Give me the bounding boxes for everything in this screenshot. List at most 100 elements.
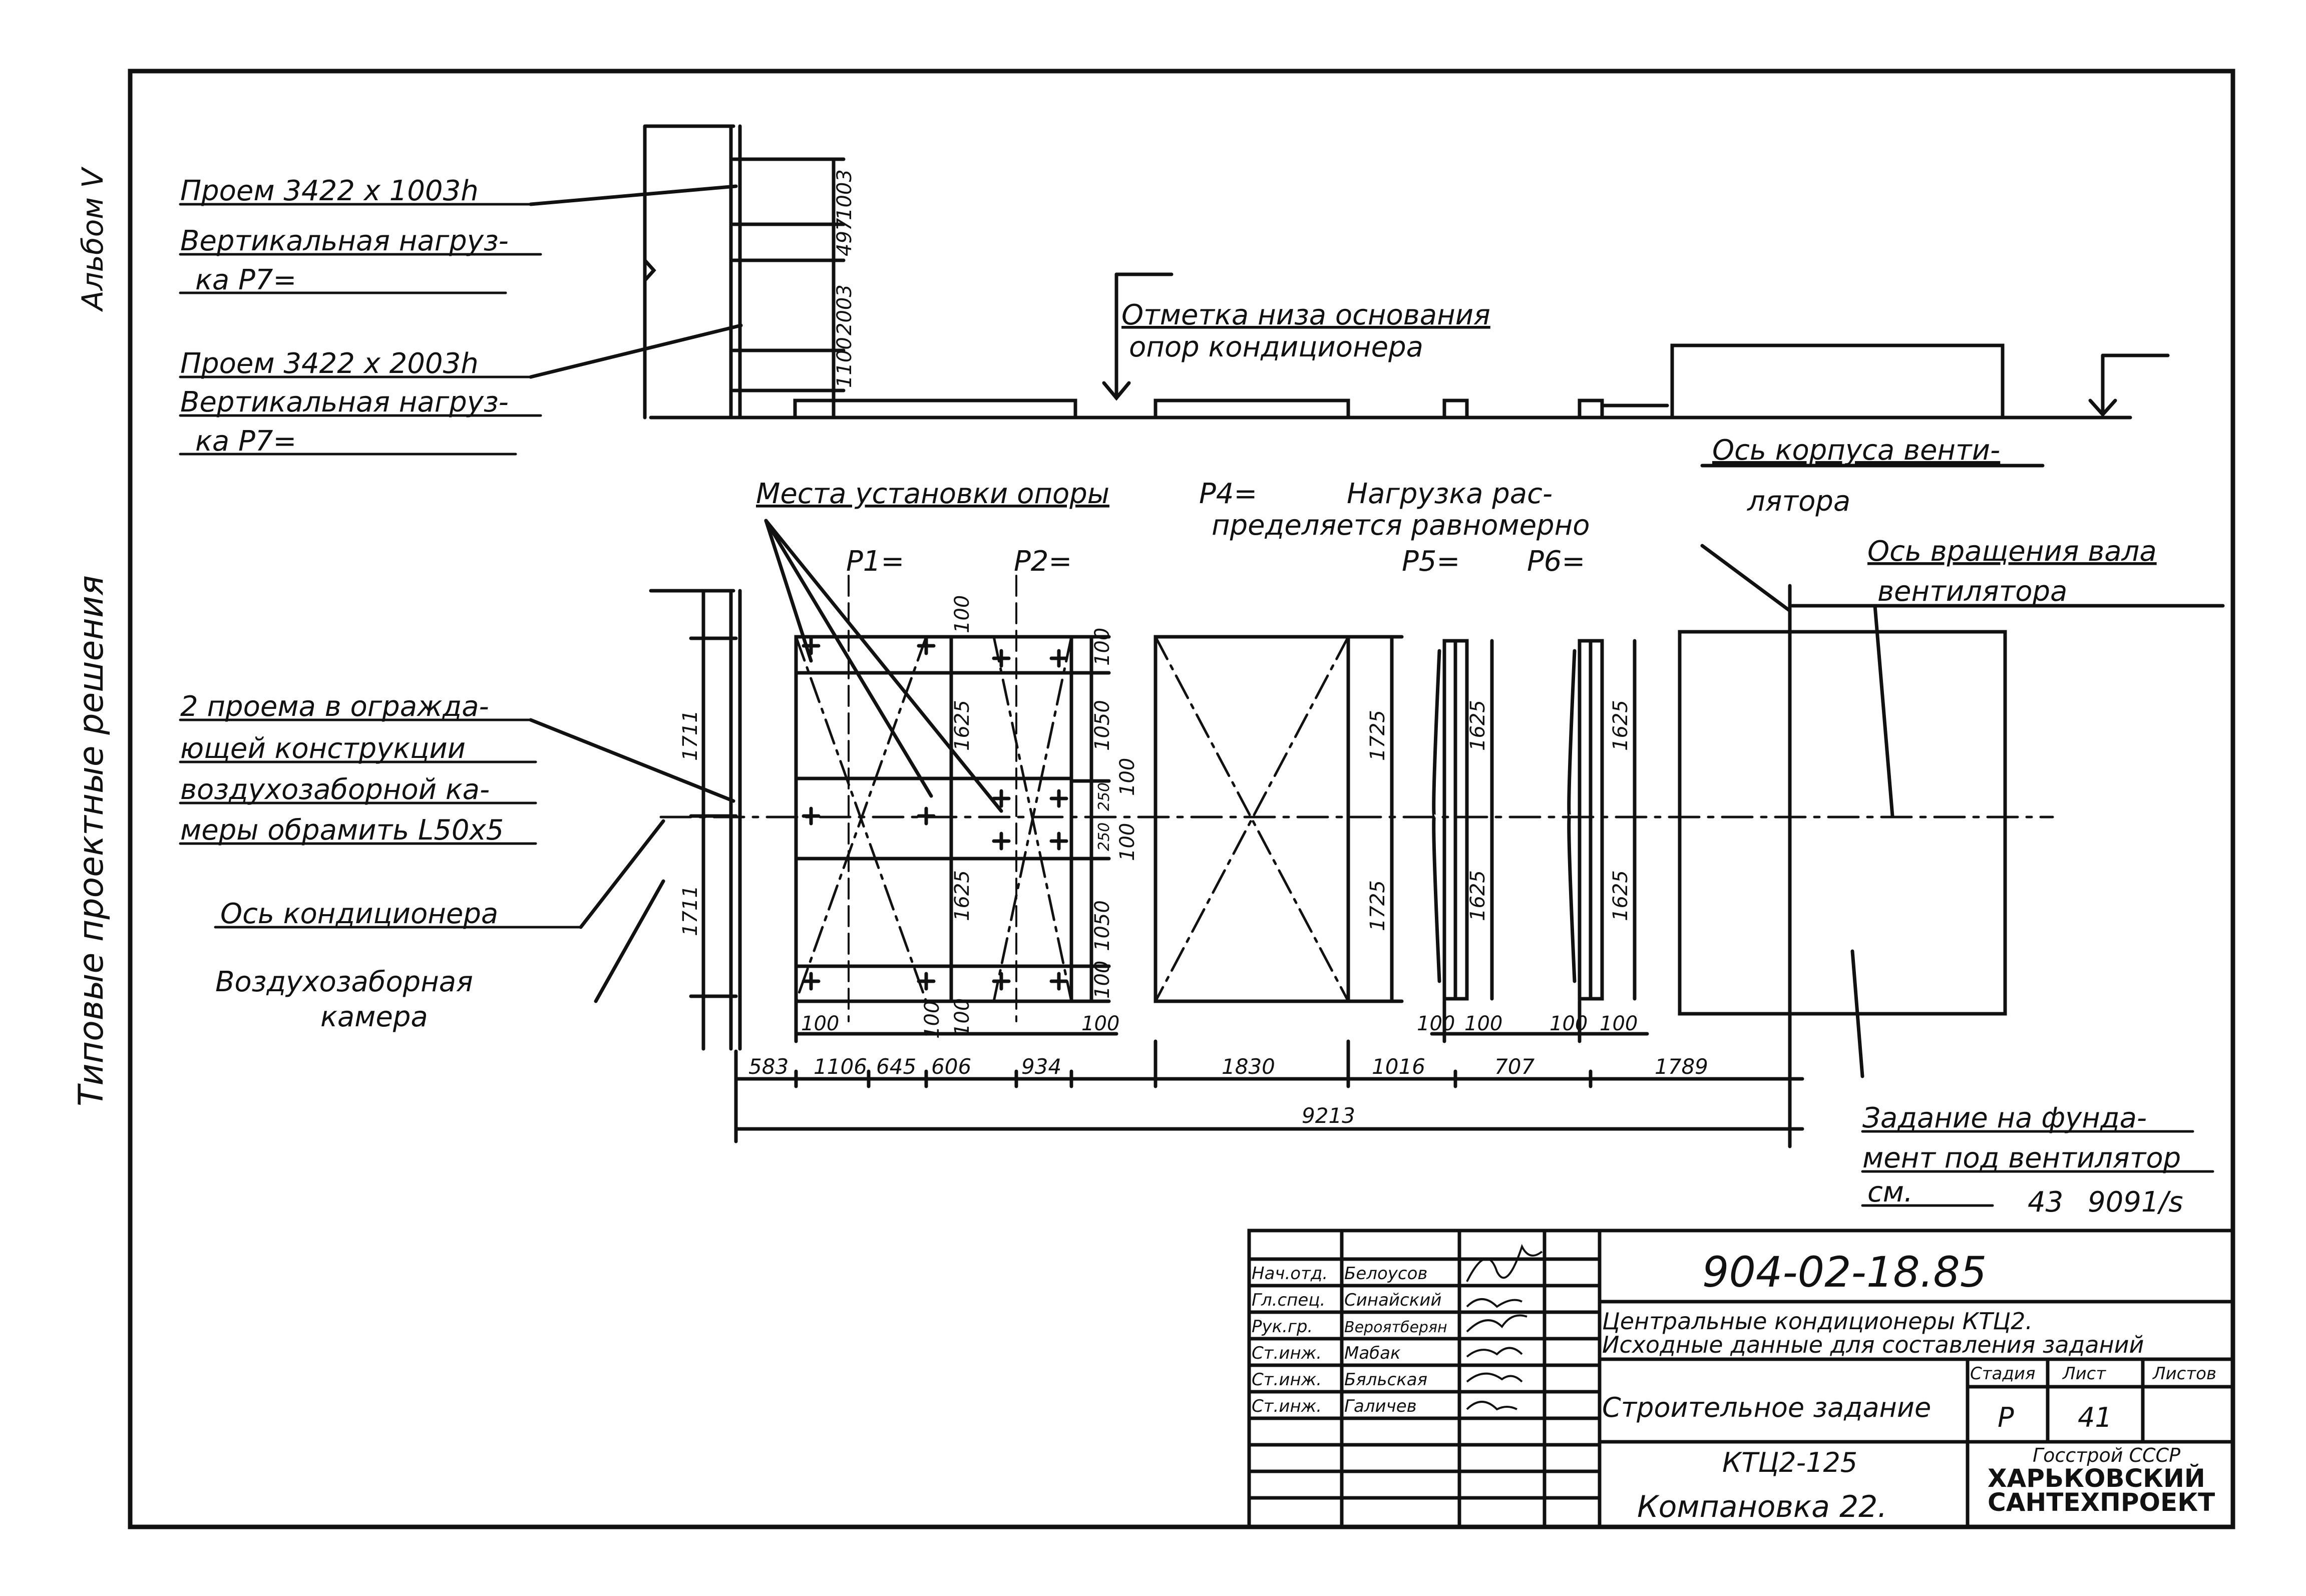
org-line3: САНТЕХПРОЕКТ [1988, 1488, 2215, 1517]
dim-1625a: 1625 [951, 700, 974, 751]
chamber-line2: камера [320, 1001, 428, 1033]
staff-role-3: Ст.инж. [1252, 1343, 1322, 1363]
opening2-line2: Вертикальная нагруз- [180, 386, 509, 419]
title-block: Нач.отд. Белоусов Гл.спец. Синайский Рук… [1252, 1248, 2216, 1524]
ac-axis-label: Ось кондиционера [220, 898, 498, 930]
dim-100c: 100 [1091, 628, 1114, 666]
supports-label: Места установки опоры [756, 478, 1109, 510]
frame-line4: меры обрамить L50х5 [180, 814, 504, 847]
staff-role-0: Нач.отд. [1252, 1264, 1328, 1284]
elevation-view [529, 124, 2170, 420]
dimension-chain: 583 1106 645 606 934 1830 1016 707 1789 … [748, 1054, 1708, 1128]
dim-250a: 250 [1095, 782, 1113, 811]
task-line2: мент под вентилятор [1862, 1142, 2181, 1174]
org-line2: ХАРЬКОВСКИЙ [1988, 1463, 2205, 1493]
p6-label: P6= [1527, 545, 1585, 578]
title-block-grid [1247, 1229, 2235, 1529]
series-label: Типовые проектные решения [72, 575, 111, 1106]
dim-1725a: 1725 [1366, 710, 1389, 761]
dim-100f: 100 [1091, 961, 1114, 999]
sheet-header: Лист [2062, 1364, 2106, 1384]
plan-view [529, 464, 2225, 1148]
chain-1106: 1106 [814, 1054, 867, 1079]
title-line2: Исходные данные для составления заданий [1602, 1331, 2144, 1358]
dim-100d: 100 [1116, 758, 1139, 796]
chamber-line1: Воздухозаборная [215, 966, 473, 998]
chain-645: 645 [876, 1054, 916, 1079]
dim-250b: 250 [1095, 823, 1113, 851]
stage-header: Стадия [1970, 1364, 2035, 1384]
dim-100e: 100 [1116, 823, 1139, 861]
album-label: Альбом V [76, 166, 110, 312]
model-label: КТЦ2-125 [1722, 1447, 1857, 1478]
dim-100b: 100 [951, 998, 974, 1036]
staff-role-1: Гл.спец. [1252, 1290, 1325, 1310]
chain-1789: 1789 [1655, 1054, 1708, 1079]
ref-doc: 9091/s [2088, 1186, 2183, 1219]
frame-line3: воздухозаборной ка- [180, 773, 490, 806]
p1-label: P1= [846, 545, 904, 578]
elev-dim-2003: 2003 [833, 284, 856, 335]
staff-role-4: Ст.инж. [1252, 1370, 1322, 1390]
task-line3: см. [1867, 1176, 1913, 1209]
org-line1: Госстрой СССР [2033, 1444, 2180, 1466]
side-labels: Альбом V Типовые проектные решения [72, 166, 111, 1106]
staff-name-0: Белоусов [1344, 1264, 1427, 1284]
staff-name-3: Мабак [1344, 1343, 1401, 1363]
signatures [1466, 1244, 1543, 1411]
staff-name-2: Вероятберян [1344, 1319, 1447, 1336]
stage-value: Р [1998, 1402, 2014, 1433]
shaft-line2: вентилятора [1877, 575, 2067, 608]
elevation-callouts: Проем 3422 х 1003h Вертикальная нагруз- … [180, 175, 1490, 458]
opening1-line2: Вертикальная нагруз- [180, 225, 509, 257]
dim-100g: 100 [921, 1001, 944, 1039]
load-line2: пределяется равномерно [1212, 509, 1590, 542]
elevation-dimensions: 1003 497 2003 1100 [833, 169, 856, 388]
elev-dim-497: 497 [833, 218, 856, 256]
sheet-name: Строительное задание [1602, 1392, 1931, 1423]
p2-label: P2= [1014, 545, 1072, 578]
dim-100-bottom-e: 100 [1550, 1012, 1588, 1035]
chain-1830: 1830 [1222, 1054, 1275, 1079]
dim-100-bottom-a: 100 [801, 1012, 839, 1035]
callout-underlines [179, 203, 2214, 1207]
opening2-line1: Проем 3422 х 2003h [180, 347, 479, 380]
elev-dim-1003: 1003 [833, 169, 856, 220]
dim-100-bottom-d: 100 [1464, 1012, 1502, 1035]
ref-sheet: 43 [2028, 1186, 2063, 1219]
chain-total: 9213 [1302, 1103, 1355, 1128]
chain-606: 606 [931, 1054, 971, 1079]
dim-1050a: 1050 [1091, 700, 1114, 751]
sheet-value: 41 [2078, 1402, 2112, 1433]
dim-1625f: 1625 [1609, 870, 1632, 921]
title-line1: Центральные кондиционеры КТЦ2. [1602, 1308, 2033, 1335]
dim-left-lower: 1711 [679, 885, 702, 936]
dim-1625b: 1625 [951, 870, 974, 921]
dim-100a: 100 [951, 595, 974, 633]
elev-dim-1100: 1100 [833, 337, 856, 388]
staff-role-2: Рук.гр. [1252, 1317, 1313, 1337]
dim-100-bottom-c: 100 [1417, 1012, 1455, 1035]
sheet-frame [128, 69, 2235, 1529]
dim-100-bottom-f: 100 [1600, 1012, 1638, 1035]
p5-label: P5= [1402, 545, 1460, 578]
staff-role-5: Ст.инж. [1252, 1396, 1322, 1416]
shaft-line1: Ось вращения вала [1867, 535, 2157, 568]
task-line1: Задание на фунда- [1862, 1102, 2147, 1134]
mark-line2: опор кондиционера [1129, 331, 1423, 363]
dim-100-bottom-b: 100 [1081, 1012, 1119, 1035]
plan-callouts: Ось корпуса венти- лятора Ось вращения в… [180, 434, 2183, 1219]
chain-583: 583 [748, 1054, 789, 1079]
opening2-line3: ка P7= [195, 425, 296, 458]
fan-axis-line2: лятора [1747, 485, 1850, 518]
staff-name-5: Галичев [1344, 1396, 1417, 1416]
load-line1: Нагрузка рас- [1347, 478, 1553, 510]
layout-label: Компановка 22. [1637, 1489, 1887, 1524]
dim-1625e: 1625 [1609, 700, 1632, 751]
dim-1625d: 1625 [1466, 870, 1489, 921]
p4-label: P4= [1199, 478, 1257, 510]
designation: 904-02-18.85 [1702, 1248, 1987, 1297]
dim-1050b: 1050 [1091, 900, 1114, 951]
mark-line1: Отметка низа основания [1121, 299, 1490, 331]
